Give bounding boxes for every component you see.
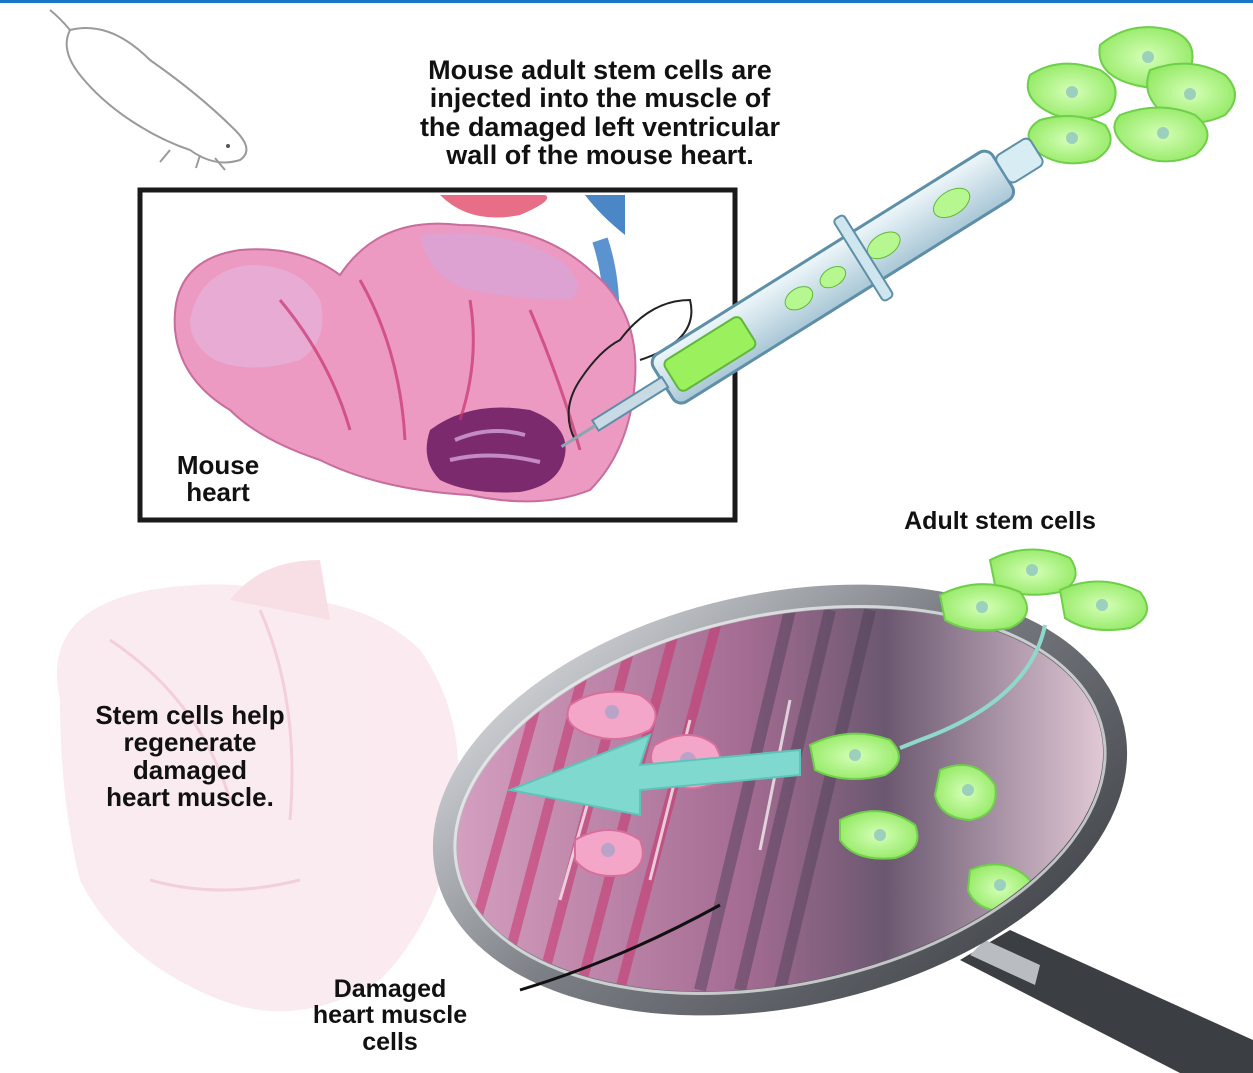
intro-line-4: wall of the mouse heart. (300, 141, 900, 169)
mouse-heart-label: Mouse heart (148, 452, 288, 507)
intro-caption: Mouse adult stem cells are injected into… (300, 56, 900, 169)
intro-line-2: injected into the muscle of (300, 84, 900, 112)
stem-cell-cluster-top (1028, 27, 1235, 163)
damaged-cells-label: Damaged heart muscle cells (240, 976, 540, 1055)
intro-line-3: the damaged left ventricular (300, 113, 900, 141)
regen-line-1: Stem cells help (20, 702, 360, 729)
regen-line-4: heart muscle. (20, 784, 360, 811)
intro-line-1: Mouse adult stem cells are (300, 56, 900, 84)
regen-line-3: damaged (20, 757, 360, 784)
mouse-heart-line-2: heart (148, 479, 288, 506)
mouse-heart-line-1: Mouse (148, 452, 288, 479)
regeneration-caption: Stem cells help regenerate damaged heart… (20, 702, 360, 811)
regen-line-2: regenerate (20, 729, 360, 756)
damaged-line-1: Damaged (240, 976, 540, 1002)
adult-stem-cell-cluster (940, 549, 1147, 630)
damaged-line-2: heart muscle (240, 1002, 540, 1028)
damaged-line-3: cells (240, 1029, 540, 1055)
mouse-icon (50, 10, 246, 170)
adult-stem-cells-label: Adult stem cells (840, 508, 1160, 534)
